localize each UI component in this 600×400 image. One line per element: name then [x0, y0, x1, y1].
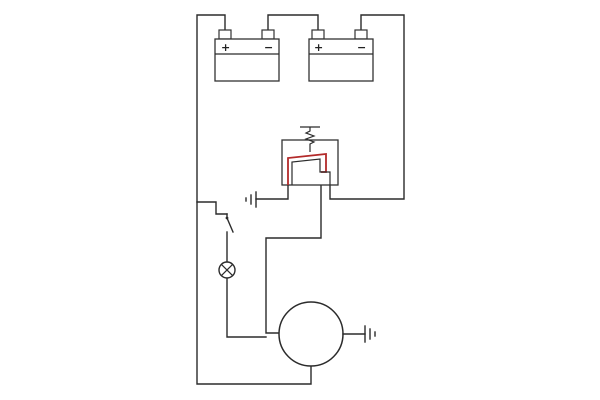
wires — [196, 14, 405, 385]
wire-lamp-bottom — [226, 277, 267, 338]
relay-contact-path — [291, 158, 331, 185]
motor-ground-icon — [364, 325, 376, 343]
battery-left-negative-sign: − — [264, 41, 273, 54]
relay-ground-icon — [245, 191, 257, 208]
wire-left-rail — [196, 14, 312, 385]
wire-relay-ground — [255, 184, 289, 200]
battery-right-case — [308, 38, 374, 82]
battery-right-positive-sign: + — [314, 41, 323, 54]
battery-right-negative-terminal — [354, 29, 368, 40]
battery-left-positive-sign: + — [221, 41, 230, 54]
lamp-icon — [218, 261, 236, 279]
battery-left-case — [214, 38, 280, 82]
battery-right-positive-terminal — [311, 29, 325, 40]
wire-relay-motor — [265, 184, 322, 334]
wire-right-rail — [329, 14, 405, 200]
wire-switch-branch — [196, 201, 228, 215]
wire-battery-link — [267, 14, 319, 31]
battery-left-positive-terminal — [218, 29, 232, 40]
switch-icon — [225, 213, 234, 233]
battery-left: + − — [214, 29, 280, 82]
battery-right: + − — [308, 29, 374, 82]
relay-housing — [281, 139, 339, 186]
motor-icon — [278, 301, 366, 367]
battery-left-negative-terminal — [261, 29, 275, 40]
relay-spring — [304, 127, 316, 152]
battery-right-negative-sign: − — [357, 41, 366, 54]
relay — [281, 126, 339, 186]
